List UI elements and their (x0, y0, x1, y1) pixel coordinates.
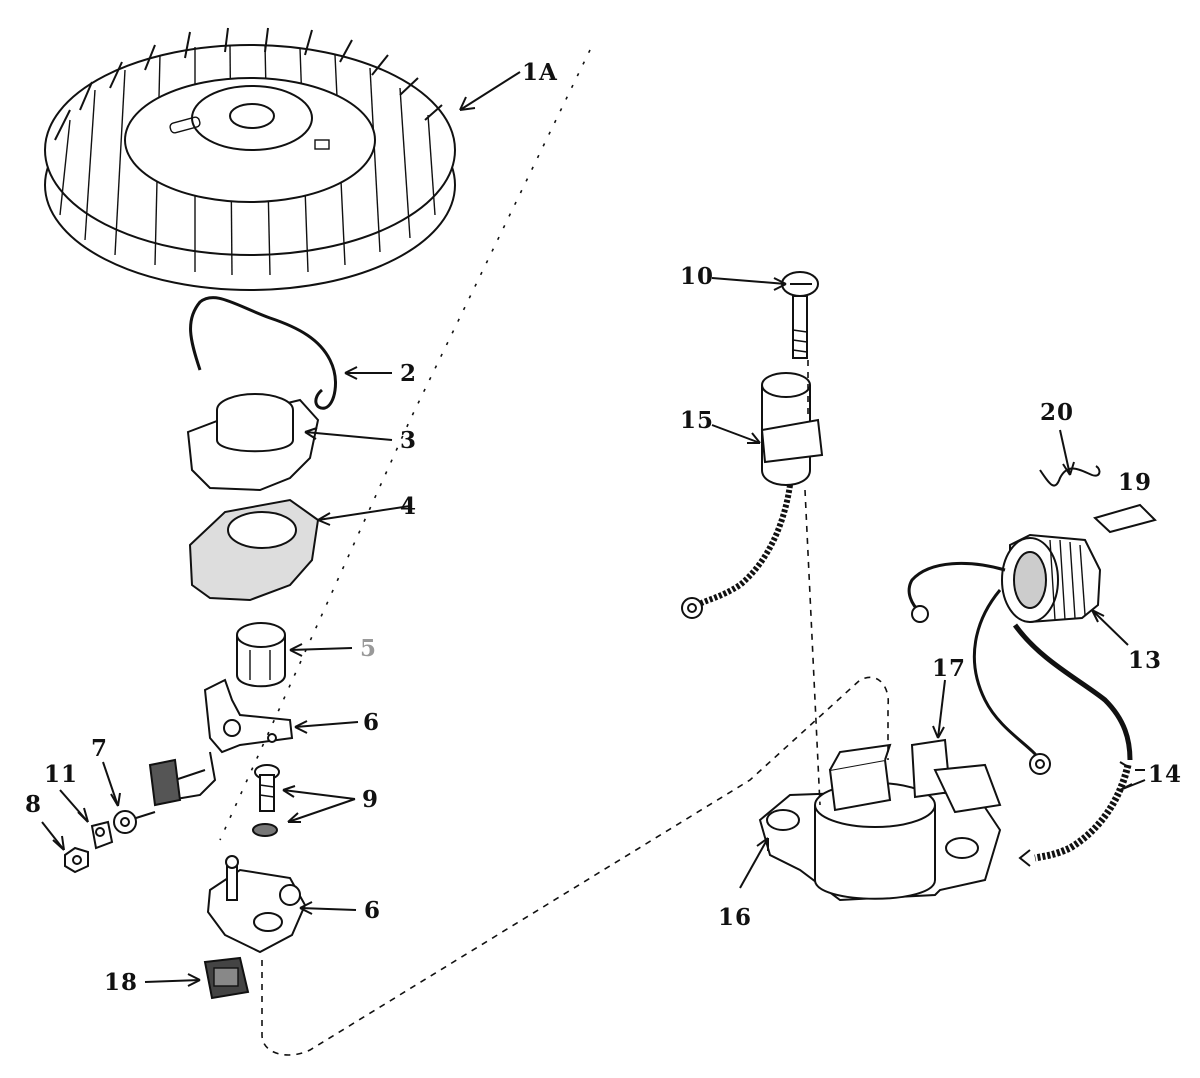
callout-14: 14 (1148, 761, 1182, 788)
stator-core-part (758, 738, 1002, 902)
cam-cover-part (186, 393, 320, 492)
breaker-plate-part (206, 855, 307, 954)
callout-10: 10 (680, 263, 714, 290)
coil-part (907, 533, 1133, 775)
insulator-washer-nut-parts (64, 810, 156, 874)
callout-17: 17 (932, 655, 966, 682)
leader-lines (41, 71, 1146, 987)
callout-6-lower: 6 (364, 897, 381, 924)
callout-2: 2 (400, 360, 417, 387)
callout-8: 8 (25, 791, 42, 818)
lead-wire-part (1018, 764, 1132, 867)
spring-part (189, 296, 337, 410)
callout-9: 9 (362, 786, 379, 813)
callout-18: 18 (104, 969, 138, 996)
retainer-wire-part (1039, 465, 1101, 487)
screw-and-washer-part (252, 764, 280, 837)
breaker-arm-part (148, 678, 294, 807)
callout-1a: 1A (522, 59, 558, 86)
flywheel-part (44, 27, 456, 291)
callout-16: 16 (718, 904, 752, 931)
callout-11: 11 (44, 761, 78, 788)
callout-19: 19 (1118, 469, 1152, 496)
callout-3: 3 (400, 427, 417, 454)
condenser-part (681, 372, 824, 619)
assembly-dashed-lines (219, 49, 889, 1056)
callout-4: 4 (400, 493, 417, 520)
clip-part (1093, 503, 1157, 534)
condenser-screw-part (781, 271, 819, 359)
callout-7: 7 (91, 735, 108, 762)
callout-5: 5 (360, 635, 377, 662)
callout-13: 13 (1128, 647, 1162, 674)
callout-6-upper: 6 (363, 709, 380, 736)
callout-20: 20 (1040, 399, 1074, 426)
cam-part (236, 622, 286, 688)
felt-wick-part (203, 956, 250, 1000)
callout-15: 15 (680, 407, 714, 434)
gasket-part (188, 498, 320, 602)
